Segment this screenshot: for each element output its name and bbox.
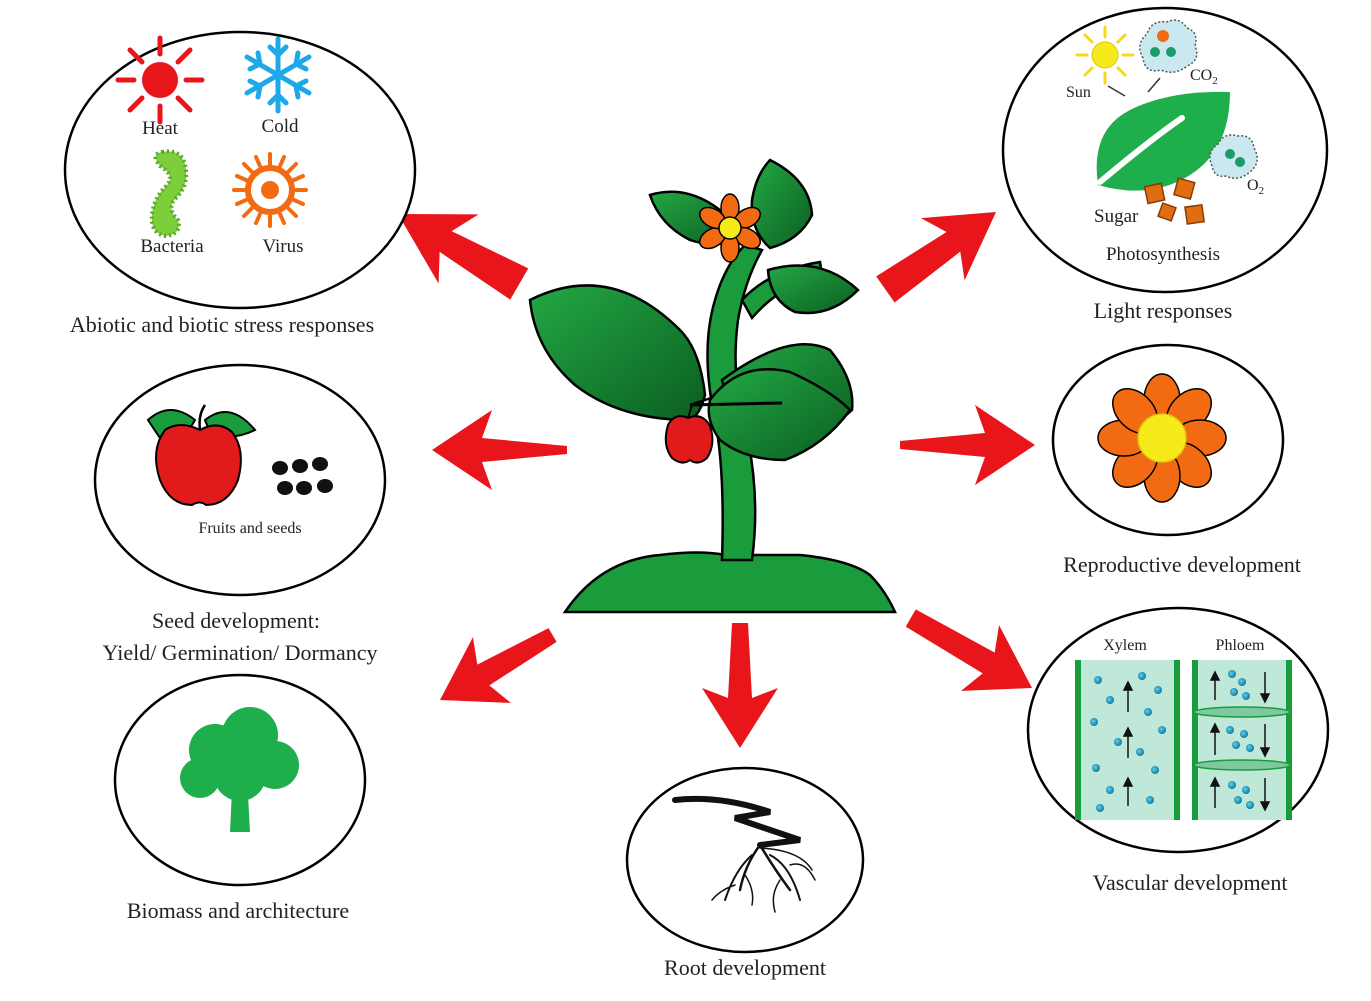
o2-label: O2	[1247, 177, 1264, 197]
photosynthesis-label: Photosynthesis	[1106, 244, 1220, 265]
root-panel	[625, 766, 865, 954]
sugar-label: Sugar	[1094, 206, 1139, 227]
xylem-label: Xylem	[1103, 637, 1147, 654]
seed-caption-line2: Yield/ Germination/ Dormancy	[103, 640, 378, 665]
cold-label: Cold	[262, 116, 299, 137]
co2-pointer	[1147, 77, 1161, 93]
light-panel: Sun CO2 O2 Sugar Photos	[1001, 6, 1329, 294]
light-caption: Light responses	[1094, 298, 1233, 323]
vascular-caption: Vascular development	[1093, 870, 1288, 895]
root-caption: Root development	[664, 955, 826, 980]
sun-label: Sun	[1066, 84, 1091, 101]
leaf-right-small	[766, 264, 860, 315]
leaf-big-left	[528, 284, 707, 422]
xylem-icon	[1075, 660, 1180, 820]
leaf-vein	[689, 401, 783, 407]
arrow-seed	[432, 410, 567, 490]
leaf-big-right-front	[707, 368, 852, 462]
leaf-top	[750, 158, 814, 250]
bacteria-label: Bacteria	[140, 236, 204, 257]
o2-cloud-icon	[1209, 134, 1258, 179]
central-plant	[528, 158, 897, 614]
seed-circle	[93, 363, 387, 597]
cloud-icon	[1139, 19, 1198, 73]
arrow-reproductive	[900, 405, 1035, 485]
arrow-light	[876, 212, 996, 303]
phloem-icon	[1192, 660, 1292, 820]
fruits-label: Fruits and seeds	[198, 520, 301, 537]
sun-pointer	[1107, 85, 1126, 97]
arrow-vascular	[905, 609, 1032, 691]
flower-icon	[1097, 373, 1227, 503]
stress-panel: Heat Cold Bacteria Virus	[63, 30, 417, 310]
co2-label: CO2	[1190, 67, 1218, 87]
sun-icon	[115, 35, 205, 125]
biomass-caption: Biomass and architecture	[127, 898, 349, 923]
stress-caption: Abiotic and biotic stress responses	[70, 312, 374, 337]
virus-label: Virus	[262, 236, 303, 257]
heat-label: Heat	[142, 118, 179, 139]
roots-icon	[672, 795, 816, 913]
arrows	[398, 212, 1035, 748]
arrow-biomass	[440, 628, 557, 703]
arrow-root	[702, 623, 778, 748]
root-circle	[625, 766, 865, 954]
stress-circle	[63, 30, 417, 310]
bacteria-icon	[149, 149, 189, 239]
seeds-icon	[272, 457, 333, 495]
seed-panel: Fruits and seeds	[93, 363, 387, 597]
tree-icon	[180, 707, 299, 832]
apple-icon	[146, 404, 257, 507]
plant-apple	[664, 404, 714, 464]
biomass-panel	[113, 673, 367, 887]
seed-caption-line1: Seed development:	[152, 608, 320, 633]
snowflake-icon	[244, 36, 312, 114]
sun-icon	[1075, 25, 1135, 85]
phloem-label: Phloem	[1216, 637, 1265, 654]
plant-flower	[698, 193, 762, 263]
leaf-icon	[1096, 91, 1230, 191]
reproductive-panel	[1051, 343, 1285, 537]
vascular-panel: Xylem Phloem	[1026, 606, 1330, 854]
soil-mound	[562, 551, 897, 614]
reproductive-caption: Reproductive development	[1063, 552, 1301, 577]
virus-icon	[232, 152, 308, 228]
arrow-stress	[398, 214, 529, 300]
sugar-cube-icon	[1143, 177, 1206, 225]
